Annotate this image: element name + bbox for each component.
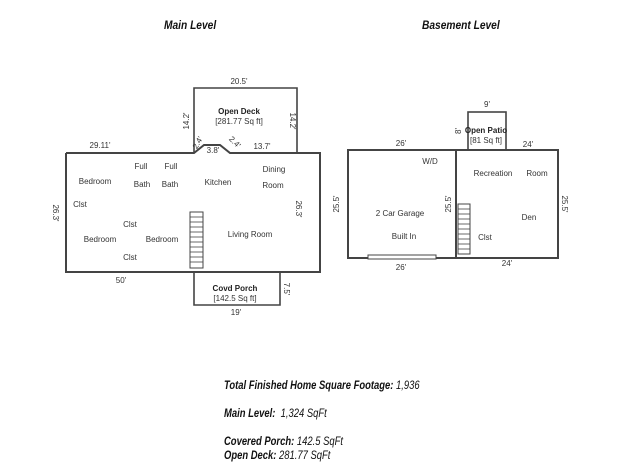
room-closet-bottom: Clst: [123, 253, 138, 262]
summary-total: Total Finished Home Square Footage: 1,93…: [224, 380, 420, 392]
basement-garage-outline: [347, 149, 457, 259]
summary-deck-label: Open Deck:: [224, 450, 277, 462]
room-bedroom-mid: Bedroom: [146, 235, 179, 244]
dim-bump-left: 2.4': [191, 135, 205, 151]
summary-main: Main Level: 1,324 SqFt: [224, 408, 327, 420]
basement-level-plan: Open Patio [81 Sq ft] 9' 8' 26' 24' 25.5…: [332, 100, 569, 272]
summary-porch-label: Covered Porch:: [224, 436, 295, 448]
basement-level-title: Basement Level: [422, 18, 500, 32]
open-patio-width: 9': [484, 100, 490, 109]
room-recreation-1: Recreation: [474, 169, 513, 178]
covered-porch-outline: [193, 272, 281, 306]
basement-patio-outline: [467, 111, 507, 151]
dim-rec-bottom: 24': [502, 259, 513, 268]
covered-porch-width: 19': [231, 308, 242, 317]
main-level-plan: Open Deck [281.77 Sq ft] 20.5' 14.2' 14.…: [51, 77, 321, 317]
room-bath-2: Bath: [162, 180, 178, 189]
room-bedroom-bottom: Bedroom: [84, 235, 117, 244]
room-dining-1: Dining: [263, 165, 286, 174]
room-wd: W/D: [422, 157, 438, 166]
dim-top-left: 29.11': [90, 141, 111, 150]
summary-main-label: Main Level:: [224, 408, 276, 420]
open-deck-outline: [193, 87, 298, 153]
dim-garage-bottom: 26': [396, 263, 407, 272]
room-bath-1: Bath: [134, 180, 150, 189]
summary-porch: Covered Porch: 142.5 SqFt: [224, 436, 343, 448]
room-living: Living Room: [228, 230, 273, 239]
covered-porch-depth: 7.5': [282, 283, 291, 296]
summary-total-label: Total Finished Home Square Footage:: [224, 380, 394, 392]
dim-top-right: 13.7': [253, 142, 271, 151]
open-deck-left-depth: 14.2': [182, 112, 191, 130]
covered-porch-label: Covd Porch: [213, 284, 258, 293]
dim-garage-top: 26': [396, 139, 407, 148]
open-deck-width: 20.5': [230, 77, 248, 86]
summary-total-value: 1,936: [396, 380, 420, 392]
room-dining-2: Room: [262, 181, 284, 190]
open-deck-area: [281.77 Sq ft]: [215, 117, 263, 126]
room-recreation-2: Room: [526, 169, 548, 178]
dim-bump-mid: 3.8': [207, 146, 220, 155]
room-closet-mid: Clst: [123, 220, 138, 229]
main-level-title: Main Level: [164, 18, 217, 32]
main-house-outline: [65, 144, 321, 273]
basement-recreation-outline: [455, 149, 559, 259]
dim-bottom: 50': [116, 276, 127, 285]
room-garage: 2 Car Garage: [376, 209, 425, 218]
dim-basement-mid: 25.5': [444, 195, 453, 213]
open-deck-label: Open Deck: [218, 107, 260, 116]
open-patio-area: [81 Sq ft]: [470, 136, 502, 145]
room-kitchen: Kitchen: [205, 178, 232, 187]
room-full-1: Full: [135, 162, 148, 171]
summary-deck-value: 281.77 SqFt: [279, 450, 331, 462]
room-built-in: Built In: [392, 232, 416, 241]
dim-left-side: 26.3': [51, 204, 60, 222]
dim-basement-right: 25.5': [560, 195, 569, 213]
summary-main-value: 1,324 SqFt: [280, 408, 327, 420]
summary-deck: Open Deck: 281.77 SqFt: [224, 450, 330, 462]
main-stairs: [189, 211, 204, 269]
room-den: Den: [522, 213, 537, 222]
basement-stairs: [457, 203, 471, 255]
room-basement-closet: Clst: [478, 233, 493, 242]
open-deck-right-depth: 14.2': [288, 112, 297, 130]
room-closet-left: Clst: [73, 200, 88, 209]
garage-door: [367, 254, 437, 260]
open-patio-label: Open Patio: [465, 126, 507, 135]
dim-right-side: 26.3': [294, 200, 303, 218]
dim-rec-top: 24': [523, 140, 534, 149]
open-patio-side: 8': [454, 128, 463, 134]
room-bedroom-top: Bedroom: [79, 177, 112, 186]
dim-bump-right: 2.4': [227, 135, 243, 151]
dim-basement-left: 25.5': [332, 195, 341, 213]
room-full-2: Full: [165, 162, 178, 171]
covered-porch-area: [142.5 Sq ft]: [213, 294, 256, 303]
summary-porch-value: 142.5 SqFt: [296, 436, 343, 448]
